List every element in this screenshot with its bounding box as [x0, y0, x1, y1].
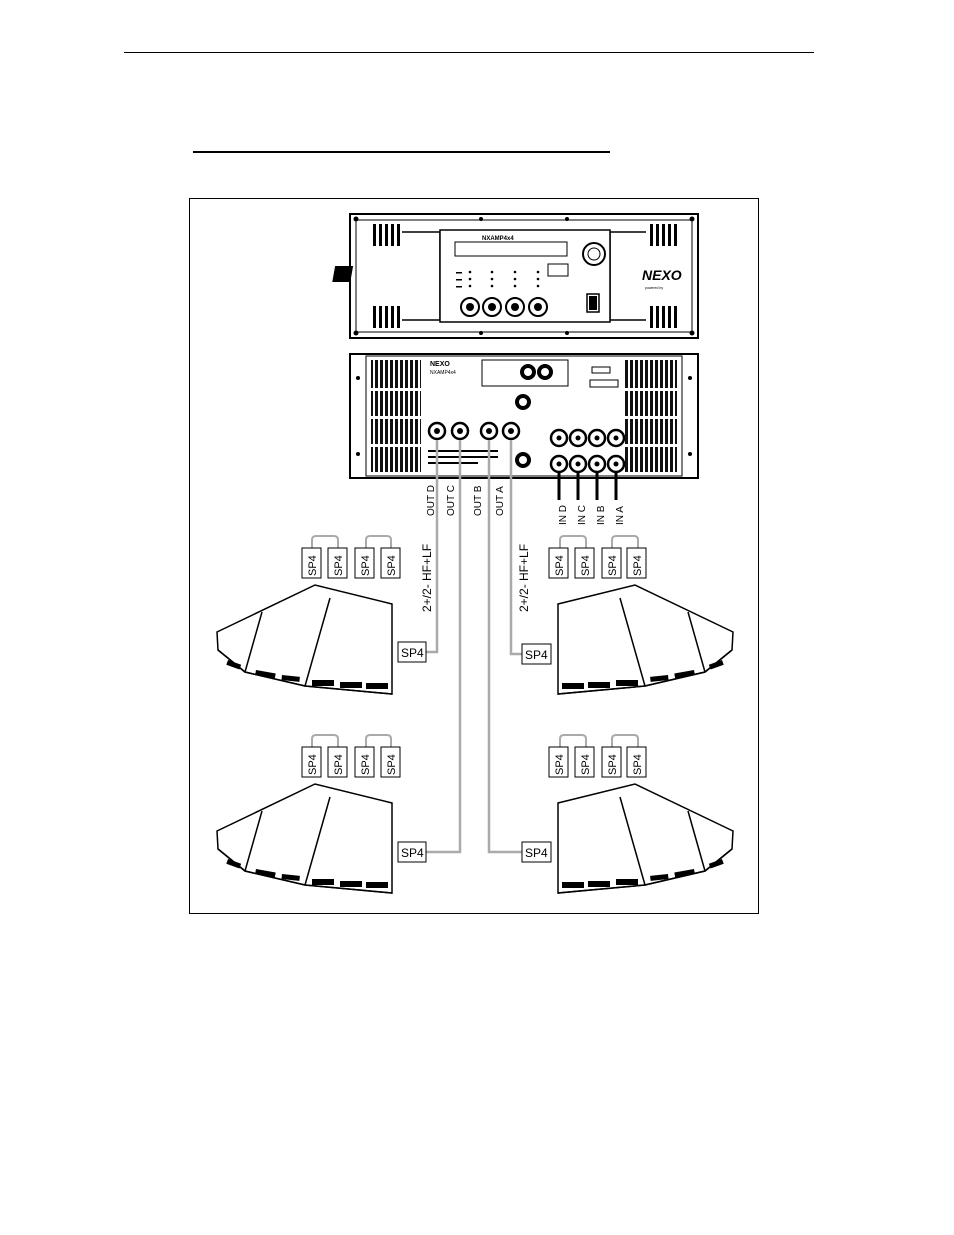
sp4-label: SP4	[307, 754, 319, 775]
sp4-link-group: SP4 SP4 SP4 SP4	[548, 734, 647, 778]
line-array-speaker	[216, 584, 393, 696]
front-display-text: NXAMP4x4	[482, 236, 514, 242]
input-labels: IN D IN C IN B IN A	[558, 505, 626, 525]
sp4-label: SP4	[607, 754, 619, 775]
output-label-c: OUT C	[446, 485, 457, 516]
front-brand: NEXO	[642, 267, 682, 283]
speaker-array-top-left: SP4 SP4 SP4 SP4	[216, 535, 401, 696]
speaker-array-top-right: SP4 SP4 SP4 SP4	[548, 535, 734, 695]
title-rule	[193, 151, 610, 153]
sp4-label: SP4	[607, 555, 619, 576]
sp4-link-group: SP4 SP4 SP4 SP4	[301, 734, 401, 778]
line-array-speaker	[216, 783, 393, 894]
input-connectors	[549, 428, 626, 474]
header-rule	[124, 52, 814, 53]
sp4-label: SP4	[580, 754, 592, 775]
output-cables	[426, 440, 522, 854]
input-label-d: IN D	[558, 505, 569, 525]
sp4-label: SP4	[386, 754, 398, 775]
sp4-label: SP4	[525, 648, 548, 662]
input-label-b: IN B	[596, 505, 607, 525]
sp4-label: SP4	[525, 846, 548, 860]
input-cables	[557, 472, 618, 500]
input-label-c: IN C	[577, 505, 588, 525]
diagram-frame	[189, 198, 759, 914]
sp4-label: SP4	[401, 646, 424, 660]
cable-sp4-connectors: SP4 SP4 SP4 SP4	[397, 641, 552, 863]
line-array-speaker	[557, 584, 734, 695]
output-label-d: OUT D	[426, 485, 437, 516]
cable-label-right: 2+/2- HF+LF	[517, 544, 531, 612]
line-array-speaker	[557, 783, 734, 894]
sp4-label: SP4	[360, 754, 372, 775]
sp4-label: SP4	[360, 555, 372, 576]
speaker-array-bottom-right: SP4 SP4 SP4 SP4	[548, 734, 734, 894]
output-label-a: OUT A	[495, 486, 506, 516]
sp4-label: SP4	[554, 555, 566, 576]
output-connectors	[427, 421, 521, 441]
amplifier-rear-panel: NEXO NXAMP4x4	[349, 353, 699, 479]
sp4-label: SP4	[632, 555, 644, 576]
sp4-link-group: SP4 SP4 SP4 SP4	[548, 535, 647, 579]
speaker-array-bottom-left: SP4 SP4 SP4 SP4	[216, 734, 401, 894]
sp4-link-group: SP4 SP4 SP4 SP4	[301, 535, 401, 579]
sp4-label: SP4	[333, 754, 345, 775]
sp4-label: SP4	[580, 555, 592, 576]
sp4-label: SP4	[333, 555, 345, 576]
input-label-a: IN A	[615, 506, 626, 525]
sp4-label: SP4	[632, 754, 644, 775]
front-gain-knobs	[460, 297, 548, 317]
rear-model: NXAMP4x4	[430, 370, 456, 376]
cable-label-left: 2+/2- HF+LF	[420, 544, 434, 612]
sp4-label: SP4	[554, 754, 566, 775]
sp4-label: SP4	[386, 555, 398, 576]
front-brand-sub: powered by	[645, 286, 663, 290]
output-labels: OUT D OUT C OUT B OUT A	[426, 485, 506, 516]
output-label-b: OUT B	[473, 485, 484, 516]
amplifier-front-panel: NXAMP4x4 NEXO powered by	[332, 213, 699, 339]
sp4-label: SP4	[307, 555, 319, 576]
rear-brand: NEXO	[430, 361, 450, 368]
sp4-label: SP4	[401, 846, 424, 860]
